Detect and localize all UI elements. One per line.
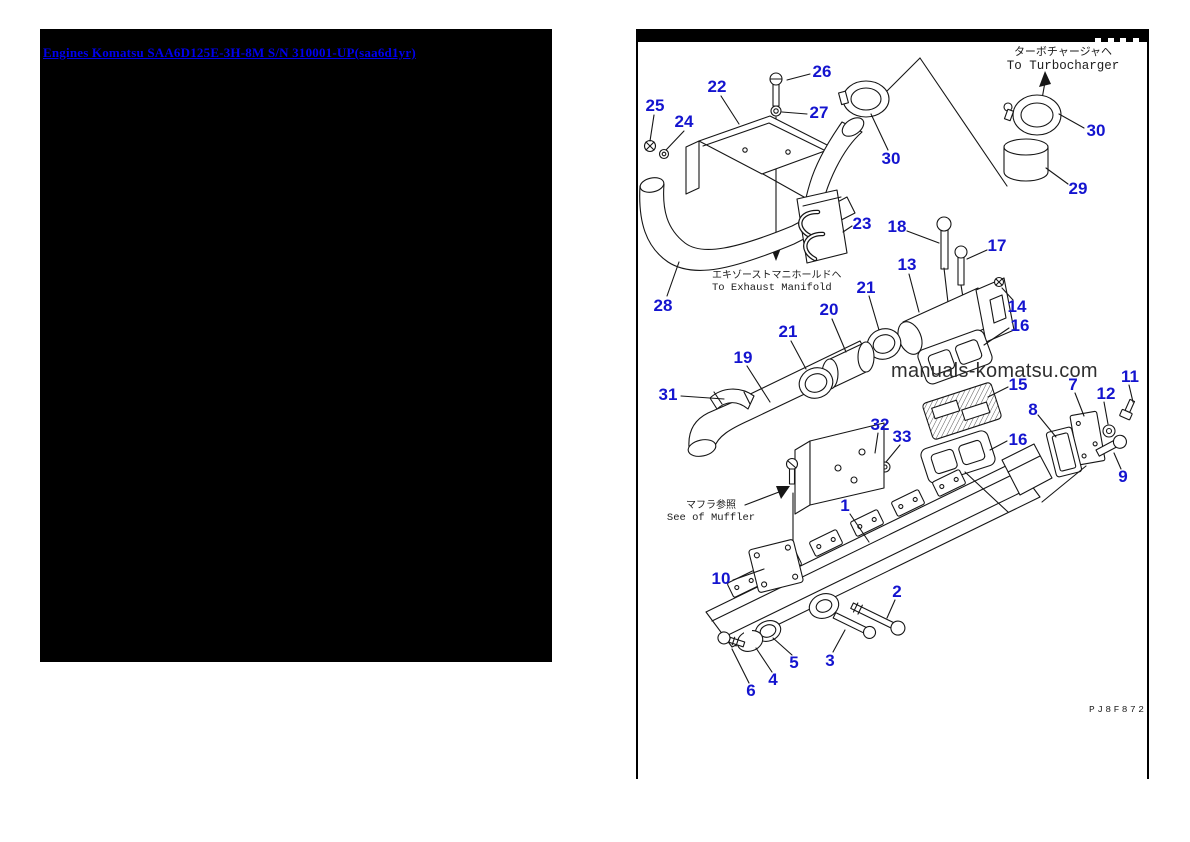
callout-20[interactable]: 20 [819,300,839,319]
to-turbocharger-jp: ターボチャージャヘ [1013,47,1113,59]
callout-16[interactable]: 16 [1010,316,1030,335]
diagram-left-border [636,29,638,779]
callout-11[interactable]: 11 [1121,367,1139,386]
callout-21[interactable]: 21 [778,322,798,341]
part-17-bolt [954,245,968,311]
to-turbocharger-en: To Turbocharger [1006,59,1120,73]
see-muffler-arrow-icon [776,486,790,499]
callout-16[interactable]: 16 [1008,430,1028,449]
part-9-bolt [1095,434,1127,457]
to-turbocharger-arrow-icon [1039,71,1051,87]
see-muffler-label: マフラ参照 See of Muffler [666,496,756,524]
bar-notch [1133,38,1139,42]
diagram-top-black-bar [637,29,1149,42]
to-exhaust-manifold-label: エキゾーストマニホールドヘ To Exhaust Manifold [712,266,842,294]
part-15-heat-shield [922,382,1002,440]
callout-23[interactable]: 23 [852,214,872,233]
part-11-bolt [1119,398,1136,421]
callout-28[interactable]: 28 [653,296,673,315]
part-2-bolt [850,602,906,636]
callout-12[interactable]: 12 [1096,384,1116,403]
callout-3[interactable]: 3 [825,651,835,670]
callout-14[interactable]: 14 [1007,297,1027,316]
callout-9[interactable]: 9 [1118,467,1128,486]
part-24-washer [658,148,670,160]
callout-25[interactable]: 25 [645,96,665,115]
callout-32[interactable]: 32 [870,415,890,434]
see-muffler-en: See of Muffler [666,512,756,524]
callout-6[interactable]: 6 [746,681,756,700]
part-21-clamp-lower [798,367,834,399]
to-turbocharger-label: ターボチャージャヘ To Turbocharger [992,43,1134,73]
left-black-panel: Engines Komatsu SAA6D125E-3H-8M S/N 3100… [40,29,552,662]
part-16-gasket-upper [917,329,993,385]
diagram-right-border [1147,29,1149,779]
part-3-bolt [832,612,877,639]
callout-4[interactable]: 4 [768,670,778,689]
callout-24[interactable]: 24 [674,112,694,131]
muffler-mount-box [785,422,885,557]
part-30-clamp-right [1003,94,1062,136]
callout-10[interactable]: 10 [711,569,731,588]
part-31-hose [709,388,755,410]
part-28-elbow-pipe [639,177,856,271]
part-1-exhaust-manifold [705,443,1087,648]
callout-1[interactable]: 1 [840,496,850,515]
figure-code: PJ8F872 [1089,704,1147,715]
callout-33[interactable]: 33 [892,427,912,446]
part-8-gasket [1045,426,1083,478]
to-exhaust-manifold-en: To Exhaust Manifold [712,282,832,294]
bar-notch [1095,38,1101,42]
callout-30[interactable]: 30 [1086,121,1106,140]
callout-31[interactable]: 31 [658,385,678,404]
part-14-stud [993,276,1005,288]
callout-17[interactable]: 17 [987,236,1007,255]
part-29-sleeve [1003,138,1049,182]
watermark: manuals-komatsu.com [891,360,1098,382]
callout-15[interactable]: 15 [1008,375,1028,394]
callout-29[interactable]: 29 [1068,179,1088,198]
callout-18[interactable]: 18 [887,217,907,236]
callout-8[interactable]: 8 [1028,400,1038,419]
callout-19[interactable]: 19 [733,348,753,367]
part-12-washer [1102,424,1116,438]
callout-30[interactable]: 30 [881,149,901,168]
part-16-gasket-lower [920,430,996,484]
part-25-washer [643,139,657,153]
part-27-nut [770,105,782,117]
part-26-bolt [769,72,783,107]
callout-13[interactable]: 13 [897,255,917,274]
part-10-cover [748,539,804,593]
part-6-bolt [717,631,746,648]
callout-2[interactable]: 2 [892,582,902,601]
see-muffler-jp: マフラ参照 [686,501,736,512]
bar-notch [1120,38,1126,42]
bar-notch [1108,38,1114,42]
part-22-bracket [685,115,834,207]
to-exhaust-manifold-jp: エキゾーストマニホールドヘ [712,271,842,282]
callout-26[interactable]: 26 [812,62,832,81]
part-13-connector [897,277,1015,356]
callout-21[interactable]: 21 [856,278,876,297]
callout-22[interactable]: 22 [707,77,727,96]
leader-lines [649,73,1134,684]
callout-27[interactable]: 27 [809,103,829,122]
callout-7[interactable]: 7 [1068,375,1078,394]
callout-5[interactable]: 5 [789,653,799,672]
engine-model-link[interactable]: Engines Komatsu SAA6D125E-3H-8M S/N 3100… [43,45,416,60]
part-23-muffler-bracket [796,189,848,264]
part-30-clamp-left [837,80,890,118]
